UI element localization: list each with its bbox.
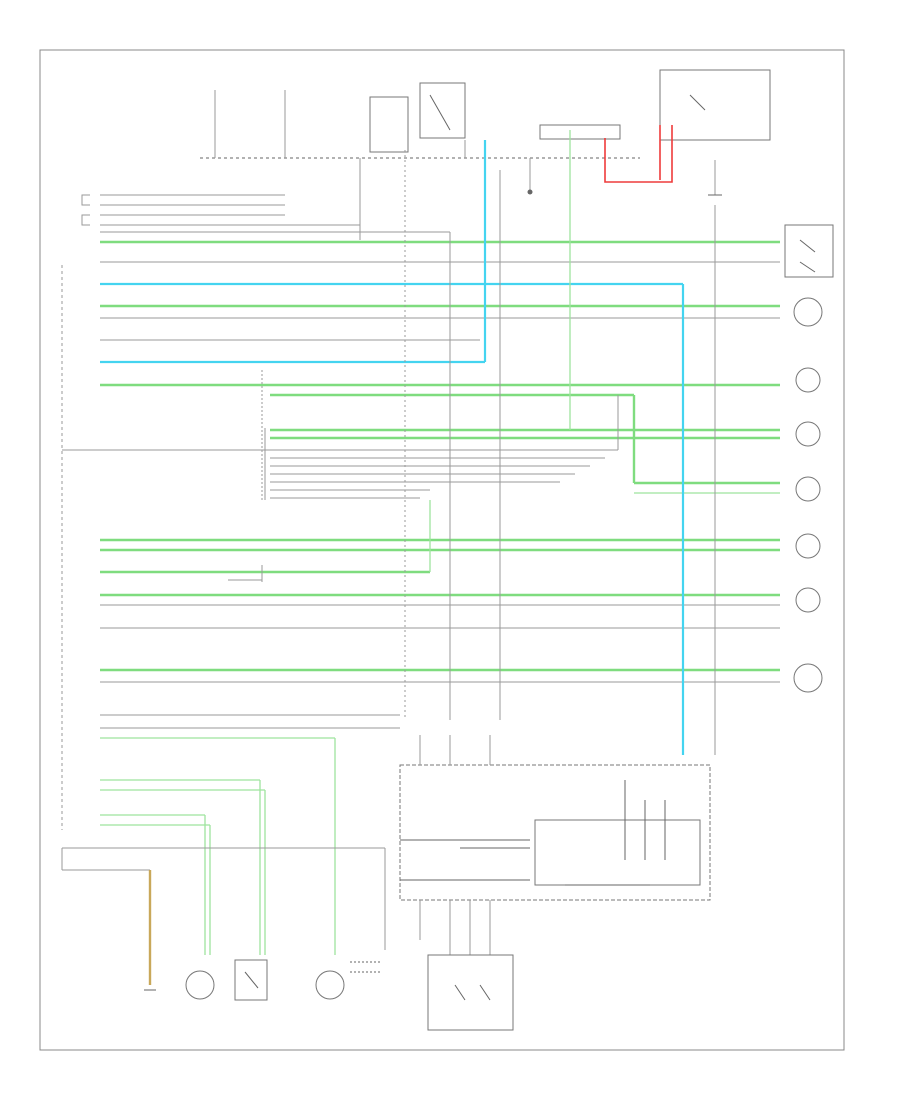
fuse-holder — [539, 124, 621, 140]
relay-box-2 — [419, 82, 466, 139]
sensor-4 — [795, 476, 821, 502]
module-inner — [534, 819, 701, 886]
power-control-unit — [399, 735, 711, 1031]
switch-1 — [784, 224, 834, 278]
relay-box — [369, 96, 409, 153]
bottom-sensor-3 — [315, 970, 345, 1000]
sensor-7 — [793, 663, 823, 693]
sensor-6 — [795, 587, 821, 613]
power-wire — [604, 125, 673, 183]
bottom-sensor-1 — [185, 970, 215, 1000]
top-fuse-block — [200, 69, 771, 240]
top-left-connectors — [81, 194, 450, 233]
diagram-frame — [39, 49, 845, 1051]
right-components — [784, 224, 834, 693]
ignition-switch-box — [659, 69, 771, 141]
sensor-2 — [795, 367, 821, 393]
module-connector — [228, 428, 266, 582]
bottom-switch-box — [427, 954, 514, 1031]
bottom-components — [185, 959, 380, 1001]
bottom-leads — [61, 737, 386, 955]
sensor-1 — [793, 297, 823, 327]
sensor-5 — [795, 533, 821, 559]
vertical-risers — [261, 130, 716, 755]
sensor-3 — [795, 421, 821, 447]
signal-wires — [62, 240, 780, 729]
